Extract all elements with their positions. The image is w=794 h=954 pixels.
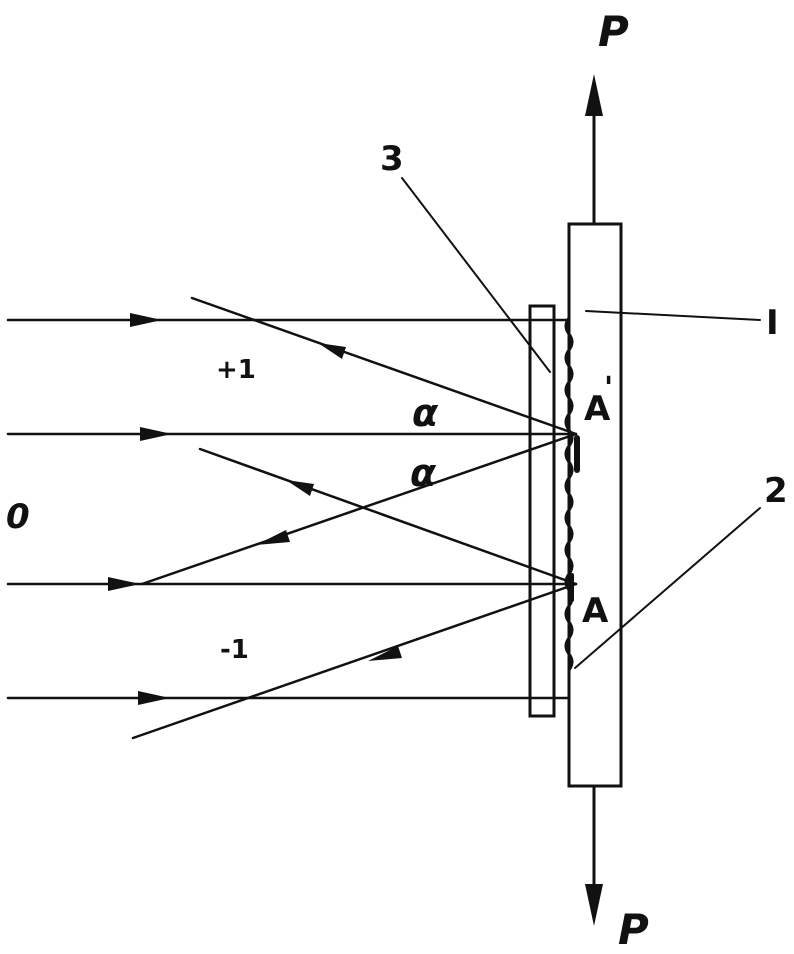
- force-label-bottom: P: [618, 905, 649, 954]
- minus1-ray-upper: [140, 432, 578, 586]
- part-label-2: 2: [764, 471, 788, 511]
- leader-I: [585, 310, 761, 321]
- grating-plate: [528, 304, 556, 718]
- angle-label-upper: α: [412, 391, 439, 435]
- point-label-a-prime: A: [584, 389, 611, 429]
- prime-mark: ': [604, 371, 613, 406]
- order-label-zero: 0: [6, 497, 30, 537]
- leader-3: [401, 177, 551, 373]
- specimen-bar: [567, 222, 623, 788]
- order-label-minus1: -1: [220, 635, 249, 665]
- leader-2: [574, 507, 761, 669]
- grating-surface: [564, 316, 574, 672]
- beam-arrow-1: [130, 313, 162, 327]
- force-arrowhead-top: [585, 74, 603, 116]
- beam-arrow-2: [140, 427, 172, 441]
- plus1-ray-lower: [198, 447, 578, 586]
- beam-arrow-4: [138, 691, 170, 705]
- point-label-a: A: [582, 591, 609, 631]
- part-label-I: I: [766, 303, 779, 343]
- plus1-arrow-lower: [286, 480, 314, 496]
- plus1-ray-upper: [190, 296, 578, 436]
- beam-arrow-3: [108, 577, 140, 591]
- plus1-arrow-upper: [318, 343, 346, 359]
- part-label-3: 3: [380, 139, 404, 179]
- force-arrowhead-bottom: [585, 884, 603, 926]
- minus1-ray-lower: [131, 582, 578, 740]
- angle-label-lower: α: [410, 451, 437, 495]
- force-label-top: P: [598, 7, 629, 56]
- minus1-arrow-upper: [256, 530, 290, 545]
- order-label-plus1: +1: [216, 355, 256, 385]
- minus1-arrow-lower: [368, 646, 402, 661]
